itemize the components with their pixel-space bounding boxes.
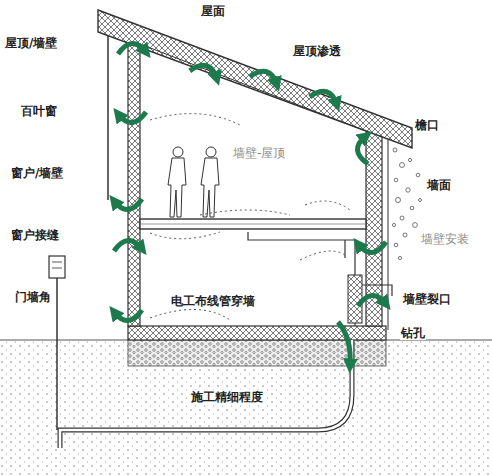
air-leak-arrow [358, 295, 386, 306]
part-label: 墙壁安装 [420, 232, 470, 246]
air-leak-arrow [358, 242, 386, 253]
part-label: 屋顶渗透 [292, 44, 342, 58]
part-label: 百叶窗 [20, 104, 58, 118]
part-label: 墙壁-屋顶 [232, 146, 286, 160]
air-leak-arrow [118, 43, 146, 54]
air-leak-arrow [114, 310, 142, 321]
part-label: 钻孔 [400, 326, 426, 340]
air-leak-arrow [338, 322, 350, 366]
air-leak-arrow [114, 240, 142, 251]
part-label: 电工布线管穿墙 [170, 294, 256, 308]
air-leak-arrow [118, 112, 146, 123]
air-leak-arrow [357, 136, 368, 164]
part-label: 窗户/墙壁 [10, 166, 64, 180]
part-label: 墙壁裂口 [402, 292, 452, 306]
part-label: 屋面 [200, 4, 226, 18]
part-label: 门墙角 [14, 290, 52, 304]
air-leak-arrow [250, 67, 280, 86]
air-leak-arrow [310, 87, 340, 106]
part-label: 窗户接缝 [10, 228, 60, 242]
air-leak-arrow [114, 199, 142, 210]
air-leak-arrow [190, 61, 220, 80]
part-label: 屋顶/墙壁 [4, 36, 58, 50]
part-label: 檐口 [414, 118, 440, 132]
part-label: 墙面 [426, 178, 452, 192]
part-label: 施工精细程度 [190, 390, 264, 404]
